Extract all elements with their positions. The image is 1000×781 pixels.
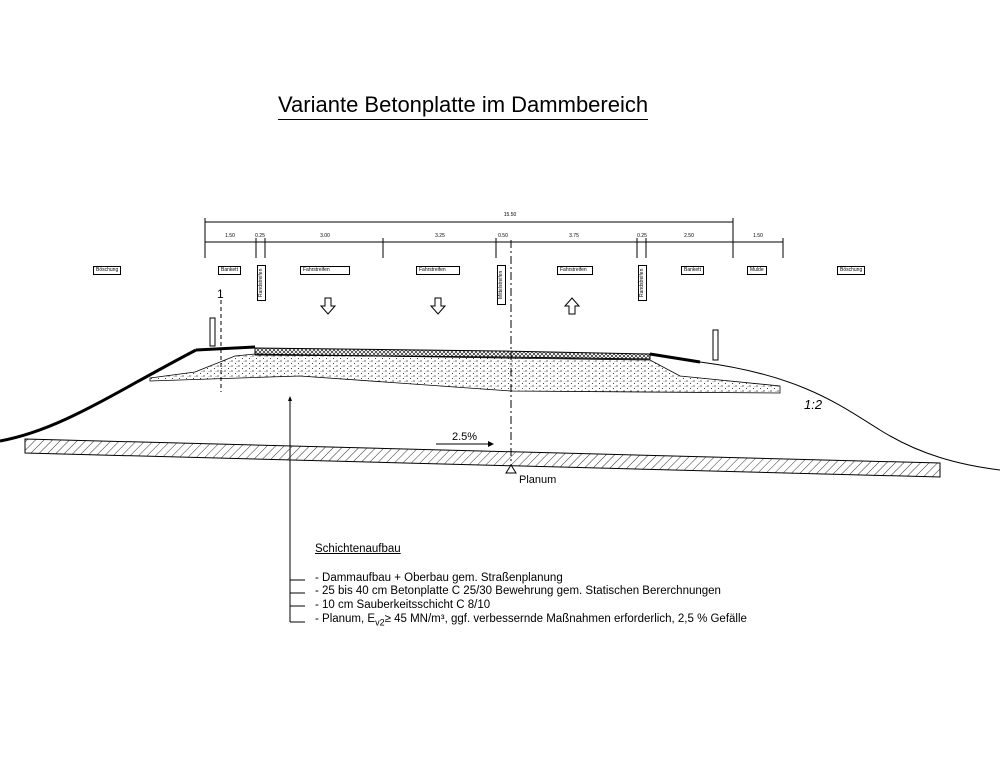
zone-label: Mulde [747,266,767,275]
note-item: - Dammaufbau + Oberbau gem. Straßenplanu… [315,572,563,584]
dim-part: 0.50 [498,233,508,239]
zone-label: Fahrstreifen [557,266,593,275]
arrow-down-icon [319,297,337,315]
dim-part: 3.75 [569,233,579,239]
slope-ratio: 1:2 [804,397,823,412]
zone-label: Randstreifen [257,265,266,301]
zone-label: Bankett [218,266,241,275]
concrete-slab [24,438,941,478]
planum-triangle-icon [505,464,517,474]
planum-rest: ≥ 45 MN/m³, ggf. verbessernde Maßnahmen … [384,613,747,625]
arrow-up-icon [563,297,581,315]
zone-label: Fahrstreifen [416,266,460,275]
left-shoulder [195,345,256,352]
note-item-planum: - Planum, Ev2≥ 45 MN/m³, ggf. verbessern… [315,613,747,627]
right-guide-post [712,329,719,361]
gradient-label: 2.5% [452,431,477,443]
dim-part: 3.25 [435,233,445,239]
left-slope [0,348,197,443]
dim-part: 0.25 [637,233,647,239]
left-guide-post [209,317,216,347]
zone-label: Böschung [93,266,122,275]
dimension-lines [204,218,784,258]
zone-label: Fahrstreifen [300,266,350,275]
dim-part: 2.50 [684,233,694,239]
pavement-layer [254,347,651,360]
dam-fill-layer [149,353,781,394]
dim-part: 1.50 [225,233,235,239]
dim-total: 15.50 [503,212,517,218]
arrow-down-icon [429,297,447,315]
right-slope [699,361,1000,471]
section-marker: 1 [217,287,224,301]
page-title: Variante Betonplatte im Dammbereich [278,92,649,120]
planum-prefix: - Planum, E [315,613,376,625]
right-shoulder [649,352,701,364]
dim-part: 3.00 [320,233,330,239]
notes-heading: Schichtenaufbau [315,543,401,555]
note-item: - 25 bis 40 cm Betonplatte C 25/30 Beweh… [315,585,721,597]
planum-label: Planum [519,474,556,486]
planum-subscript: v2 [375,617,385,628]
zone-label: Randstreifen [638,265,647,301]
zone-label: Böschung [837,266,866,275]
note-item: - 10 cm Sauberkeitsschicht C 8/10 [315,599,491,611]
zone-label: Mittelstreifen [497,265,506,305]
zone-label: Bankett [681,266,704,275]
notes-leader [289,398,305,623]
dim-part: 1.50 [753,233,763,239]
traffic-arrows [319,297,581,315]
dim-part: 0.25 [255,233,265,239]
